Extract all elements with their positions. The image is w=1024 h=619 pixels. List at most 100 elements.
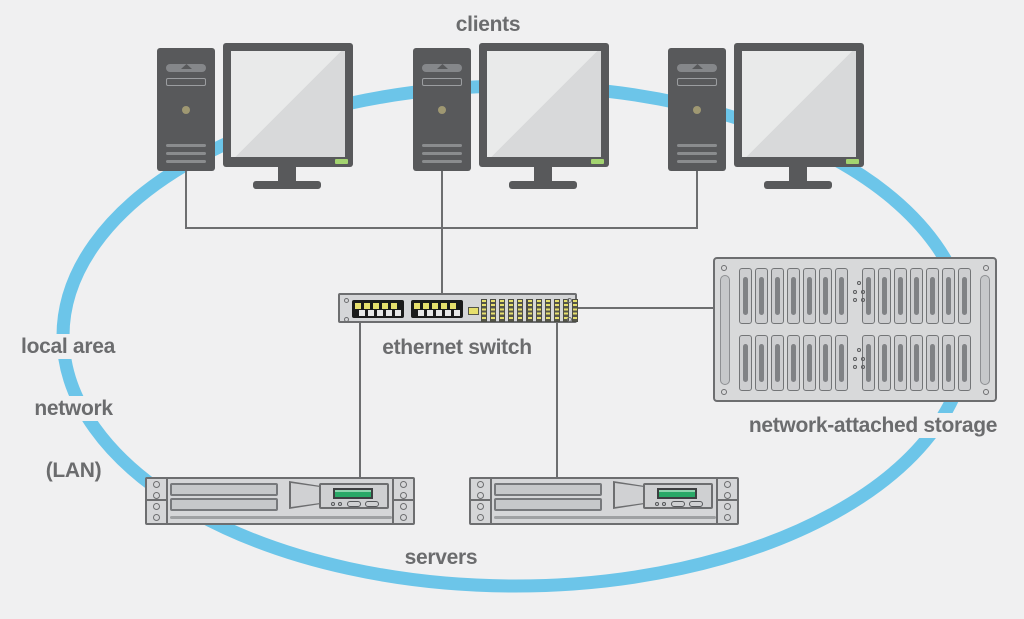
monitor-stand <box>789 166 807 182</box>
led-column-icon <box>481 299 487 322</box>
drive-slot-bar <box>946 277 951 315</box>
drive-slot-icon <box>803 335 816 391</box>
rj45-port-icon <box>436 310 442 316</box>
drive-slot-bar <box>882 277 887 315</box>
led-column-icon <box>527 299 533 322</box>
status-led-icon <box>853 365 857 369</box>
drive-slot-icon <box>958 335 971 391</box>
screw-icon <box>477 503 484 510</box>
screw-icon <box>400 481 407 488</box>
screw-icon <box>721 265 727 271</box>
nas-label-text: network-attached storage <box>742 413 1004 438</box>
drive-bay <box>170 483 278 496</box>
drive-slot-bar <box>962 277 967 315</box>
monitor-base <box>253 181 321 189</box>
drive-quadrant <box>862 268 972 324</box>
status-led-icon <box>861 365 865 369</box>
ear-divider <box>147 499 166 501</box>
power-button-icon <box>438 106 446 114</box>
clients-label: clients <box>455 13 521 36</box>
panel-button-icon <box>662 502 666 506</box>
drive-slot-bar <box>791 344 796 382</box>
status-led-icon <box>853 298 857 302</box>
switch-port-block <box>411 300 463 318</box>
drive-slot-bar <box>823 344 828 382</box>
screw-icon <box>477 492 484 499</box>
nas-led-cluster <box>853 348 865 370</box>
nas-rail <box>720 275 730 385</box>
switch-led-icon <box>468 307 479 315</box>
drive-slot-bar <box>743 277 748 315</box>
drive-slot-icon <box>942 268 955 324</box>
rj45-port-icon <box>386 310 392 316</box>
drive-slot-icon <box>739 335 752 391</box>
server-base-strip <box>494 516 716 519</box>
switch-port-block <box>352 300 404 318</box>
status-led-icon <box>857 348 861 352</box>
nas-led-cluster <box>853 281 865 303</box>
screw-icon <box>724 492 731 499</box>
drive-slot-icon <box>926 335 939 391</box>
drive-bay <box>494 498 602 511</box>
ear-divider <box>471 499 490 501</box>
monitor-icon <box>223 43 353 167</box>
display-bevel-inner <box>615 483 643 507</box>
lan-label-line1: local area <box>15 334 121 359</box>
led-column-icon <box>554 299 560 322</box>
panel-button-icon <box>365 501 379 507</box>
screw-icon <box>983 265 989 271</box>
vent-line <box>166 152 206 155</box>
drive-slot-bar <box>759 277 764 315</box>
drive-slot-bar <box>946 344 951 382</box>
screw-icon <box>721 389 727 395</box>
drive-slot-bar <box>743 344 748 382</box>
rj45-port-icon <box>359 310 365 316</box>
status-led-icon <box>861 290 865 294</box>
monitor-power-led <box>591 159 604 164</box>
display-bevel-inner <box>291 483 319 507</box>
rj45-port-icon <box>414 303 420 309</box>
rj45-port-icon <box>423 303 429 309</box>
screw-icon <box>724 481 731 488</box>
client-computer-3 <box>668 43 864 190</box>
drive-slot-bar <box>962 344 967 382</box>
tower-icon <box>157 48 215 171</box>
screw-icon <box>344 298 349 303</box>
screw-icon <box>153 514 160 521</box>
drive-slot-bar <box>839 344 844 382</box>
switch-led-columns <box>481 299 532 322</box>
vent-line <box>422 160 462 163</box>
lan-label-line2: network <box>28 396 119 421</box>
drive-slot-bar <box>807 277 812 315</box>
display-bevel <box>613 481 645 509</box>
rack-ear <box>471 479 492 523</box>
display-bevel <box>289 481 321 509</box>
server-base-strip <box>170 516 392 519</box>
drive-slot-bar <box>914 344 919 382</box>
drive-slot-bar <box>759 344 764 382</box>
server-device-1 <box>145 477 415 525</box>
led-column-icon <box>517 299 523 322</box>
monitor-stand <box>278 166 296 182</box>
drive-slot-bar <box>914 277 919 315</box>
drive-slot-icon <box>862 335 875 391</box>
rj45-port-icon <box>418 310 424 316</box>
drive-slot-icon <box>755 268 768 324</box>
led-column-icon <box>499 299 505 322</box>
tower-vent-notch <box>181 64 192 69</box>
panel-button-icon <box>331 502 335 506</box>
panel-button-icon <box>655 502 659 506</box>
vent-line <box>422 152 462 155</box>
optical-drive-icon <box>166 78 206 86</box>
panel-button-icon <box>671 501 685 507</box>
optical-drive-icon <box>422 78 462 86</box>
status-led-icon <box>853 357 857 361</box>
drive-slot-icon <box>787 268 800 324</box>
servers-label: servers <box>404 546 478 569</box>
drive-slot-icon <box>771 268 784 324</box>
vent-line <box>422 144 462 147</box>
client-computer-2 <box>413 43 609 190</box>
monitor-icon <box>479 43 609 167</box>
status-led-icon <box>861 357 865 361</box>
status-led-icon <box>853 290 857 294</box>
